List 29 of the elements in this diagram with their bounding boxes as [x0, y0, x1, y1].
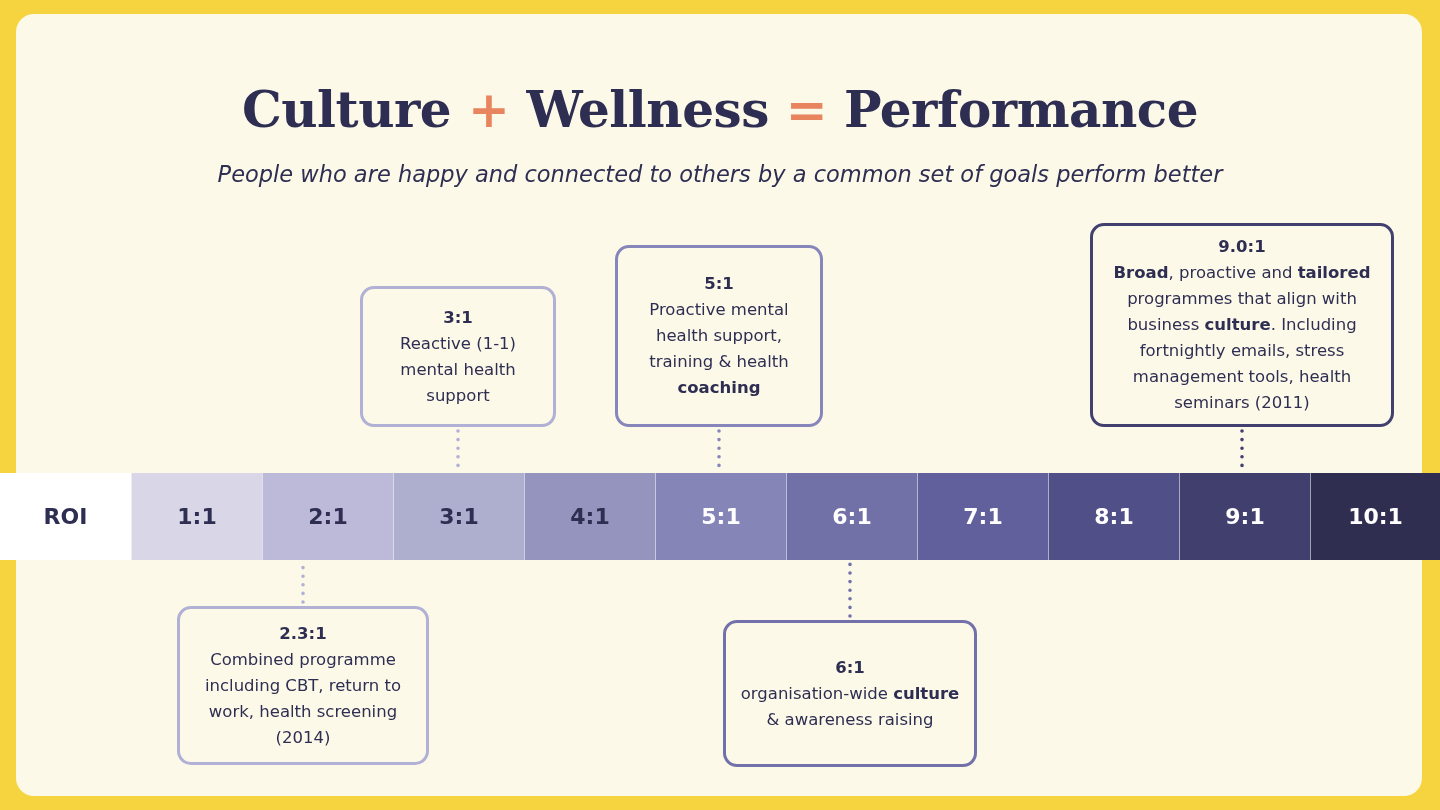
- callout-box: [177, 606, 429, 765]
- callout-box: [615, 245, 823, 427]
- ratio-heading: 9.0:1: [1218, 236, 1266, 258]
- roi-scale-segment: 6:1: [786, 473, 917, 560]
- callout-box: [1090, 223, 1394, 427]
- roi-scale-segment: 1:1: [131, 473, 262, 560]
- roi-scale-segment: 8:1: [1048, 473, 1179, 560]
- ratio-heading: 5:1: [704, 273, 734, 295]
- description-text: Combined programme including CBT, return to work, health screening (2014): [203, 648, 403, 749]
- roi-scale-segment: 5:1: [655, 473, 786, 560]
- dotted-connector-line: [848, 562, 852, 618]
- callout-box: [360, 286, 556, 427]
- roi-scale-segment: 2:1: [262, 473, 393, 560]
- description-text: organisation-wide culture & awareness raising: [739, 682, 961, 731]
- ratio-heading: 2.3:1: [279, 622, 327, 645]
- roi-scale-segment: 3:1: [393, 473, 524, 560]
- ratio-heading: 3:1: [443, 306, 473, 329]
- description-text: Reactive (1-1) mental health support: [398, 332, 518, 407]
- title: Culture + Wellness = Performance: [241, 80, 1199, 140]
- subtitle: People who are happy and connected to others by a common set of goals perform better: [217, 160, 1223, 189]
- roi-scale-segment: 7:1: [917, 473, 1048, 560]
- ratio-heading: 6:1: [835, 656, 865, 679]
- roi-scale-segment: 9:1: [1179, 473, 1310, 560]
- roi-scale-segment: 4:1: [524, 473, 655, 560]
- description-text: Proactive mental health support, training & health coaching: [648, 299, 790, 399]
- roi-scale-segment: 10:1: [1310, 473, 1440, 560]
- description-text: Broad, proactive and tailored programmes that align with business culture. Including fortnightly emails, stress management tools, health seminars (2011): [1112, 262, 1372, 414]
- roi-scale-segment: ROI: [0, 473, 131, 560]
- callout-box: [723, 620, 977, 767]
